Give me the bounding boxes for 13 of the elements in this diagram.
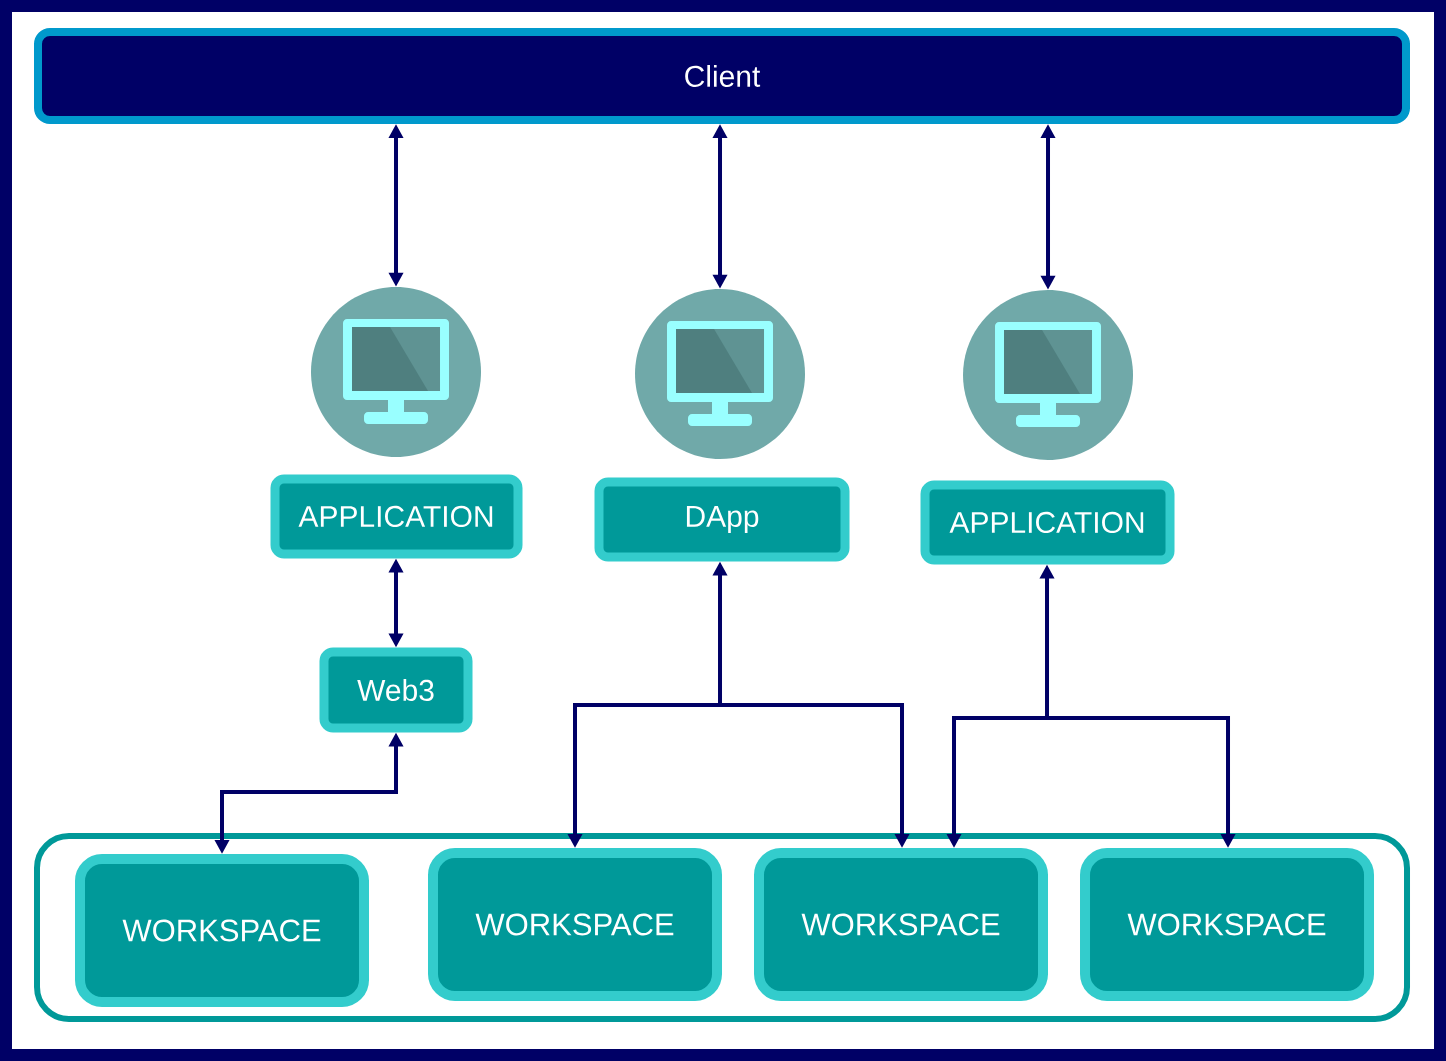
workspace-box: WORKSPACE <box>428 848 722 1001</box>
computer-icon <box>311 287 481 457</box>
client-bar: Client <box>34 28 1410 124</box>
process-box: Web3 <box>319 647 473 733</box>
process-box: DApp <box>594 477 850 562</box>
workspace-container <box>34 833 1410 1022</box>
computer-icon <box>963 290 1133 460</box>
process-box: APPLICATION <box>270 474 523 559</box>
process-box: APPLICATION <box>920 480 1175 565</box>
workspace-box: WORKSPACE <box>1080 848 1374 1001</box>
workspace-box: WORKSPACE <box>75 854 369 1007</box>
computer-icon <box>635 289 805 459</box>
workspace-box: WORKSPACE <box>754 848 1048 1001</box>
